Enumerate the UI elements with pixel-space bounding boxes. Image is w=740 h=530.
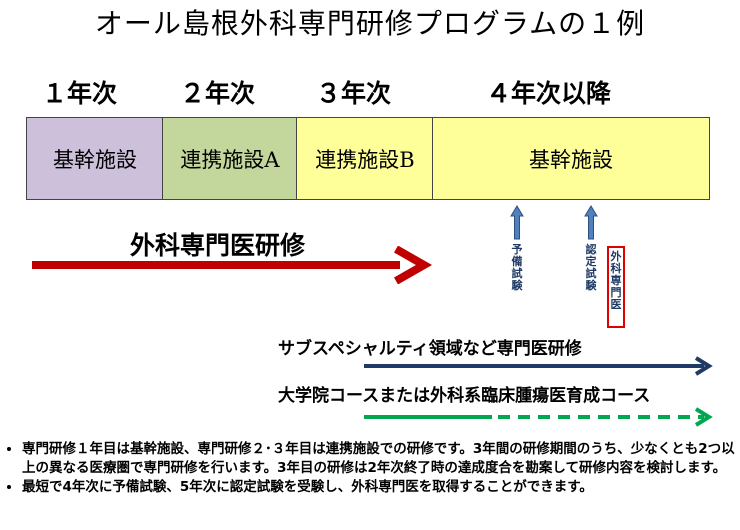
surgical-training-arrow	[32, 246, 433, 284]
specialist-text: 外科専門医	[610, 250, 622, 311]
year-1-label: １年次	[42, 79, 118, 108]
facility-label: 基幹施設	[529, 147, 613, 172]
graduate-course-arrow	[364, 407, 713, 427]
preliminary-exam-arrow	[510, 205, 524, 240]
facility-label: 連携施設A	[180, 147, 280, 172]
graduate-course-label: 大学院コースまたは外科系臨床腫瘍医育成コース	[278, 386, 651, 406]
preliminary-exam-label: 予備試験	[510, 244, 524, 292]
year-2-label: ２年次	[180, 79, 256, 108]
year-4-plus-label: ４年次以降	[486, 79, 612, 108]
facility-year1-core: 基幹施設	[26, 117, 164, 200]
note-item: 専門研修１年目は基幹施設、専門研修２･３年目は連携施設での研修です。3年間の研修…	[22, 440, 736, 478]
facility-label: 基幹施設	[53, 147, 137, 172]
facility-year2-partner-a: 連携施設A	[162, 117, 298, 200]
note-item: 最短で4年次に予備試験、5年次に認定試験を受験し、外科専門医を取得することができ…	[22, 478, 736, 497]
subspecialty-label: サブスペシャルティ領域など専門医研修	[278, 339, 582, 359]
preliminary-exam-text: 予備試験	[511, 243, 523, 292]
notes: 専門研修１年目は基幹施設、専門研修２･３年目は連携施設での研修です。3年間の研修…	[6, 440, 736, 497]
specialist-badge: 外科専門医	[607, 246, 625, 328]
subspecialty-arrow	[364, 356, 713, 376]
facility-year4-core: 基幹施設	[432, 117, 710, 200]
certification-exam-arrow	[584, 205, 598, 240]
certification-exam-label: 認定試験	[584, 244, 598, 292]
surgical-training-label: 外科専門医研修	[130, 231, 306, 260]
page-title: オール島根外科専門研修プログラムの１例	[94, 7, 646, 40]
year-3-label: ３年次	[316, 79, 392, 108]
certification-exam-text: 認定試験	[585, 243, 597, 292]
facility-year3-partner-b: 連携施設B	[296, 117, 434, 200]
facility-label: 連携施設B	[315, 147, 415, 172]
